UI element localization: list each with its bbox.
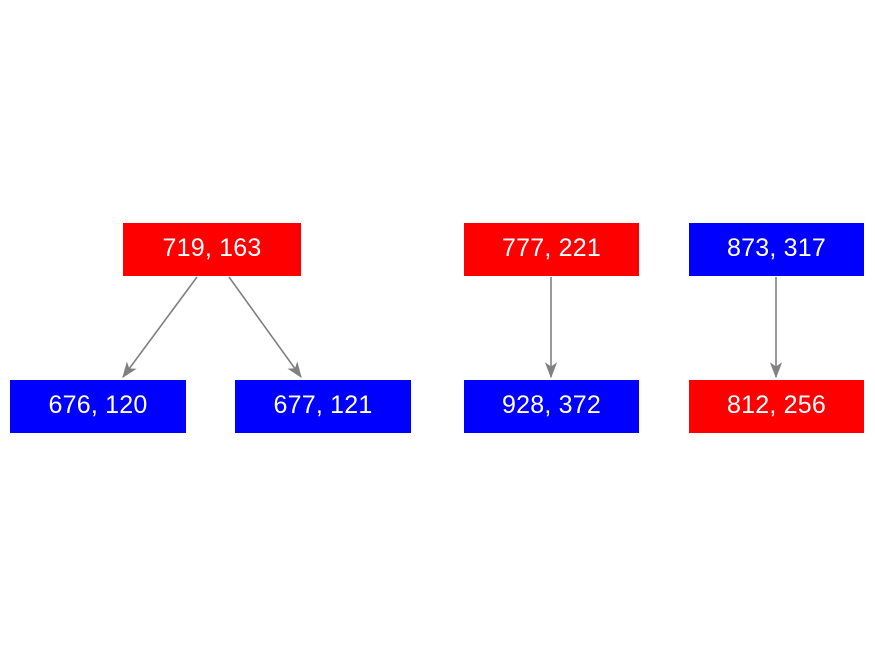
node-n3[interactable]: 677, 121 — [235, 380, 411, 433]
node-n7[interactable]: 812, 256 — [689, 380, 864, 433]
node-label: 677, 121 — [273, 391, 373, 419]
node-label: 676, 120 — [48, 391, 148, 419]
node-label: 777, 221 — [502, 234, 601, 262]
edge-n1-to-n3 — [228, 276, 302, 379]
node-n1[interactable]: 719, 163 — [123, 223, 301, 276]
node-label: 812, 256 — [727, 391, 826, 419]
node-n2[interactable]: 676, 120 — [10, 380, 186, 433]
node-label: 928, 372 — [502, 391, 601, 419]
node-label: 719, 163 — [162, 234, 262, 262]
node-label: 873, 317 — [727, 234, 826, 262]
node-n4[interactable]: 777, 221 — [464, 223, 639, 276]
edges-group — [122, 276, 783, 379]
edge-n1-to-n2 — [122, 276, 198, 379]
node-n5[interactable]: 928, 372 — [464, 380, 639, 433]
node-n6[interactable]: 873, 317 — [689, 223, 864, 276]
